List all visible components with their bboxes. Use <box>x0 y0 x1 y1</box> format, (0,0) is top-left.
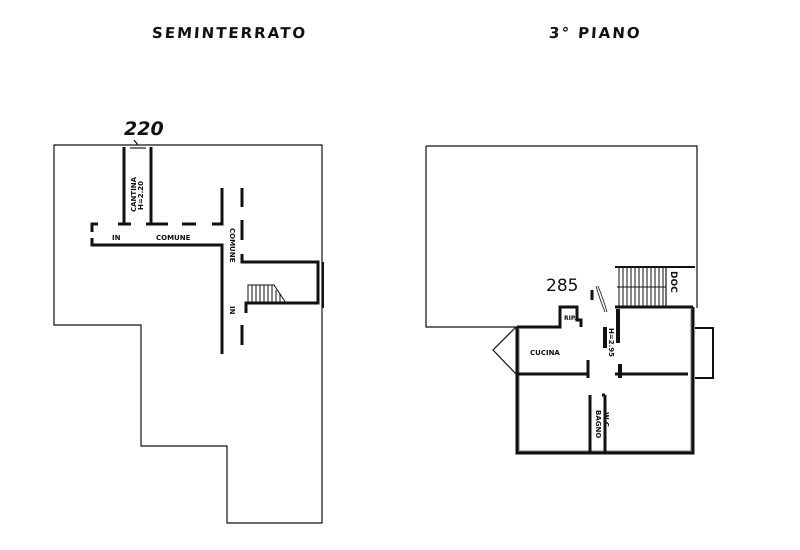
vertical-comune-label: COMUNE <box>228 228 236 263</box>
stair-doc-label: DOC <box>668 271 678 293</box>
hallway-height-label: H=2.95 <box>607 328 615 357</box>
wc-label: W.C. <box>602 412 610 430</box>
seminterrato-outline <box>53 144 323 524</box>
bagno-label: BAGNO <box>594 410 602 438</box>
dimension-285: 285 <box>546 276 578 296</box>
building-outline <box>425 145 698 328</box>
seminterrato-plan <box>53 139 324 524</box>
corridor-bottom-wall <box>90 238 224 354</box>
cucina-label: CUCINA <box>530 349 560 357</box>
cantina-walls <box>122 147 153 224</box>
corridor-comune-label: COMUNE <box>156 234 191 242</box>
vertical-in-label: IN <box>228 306 236 315</box>
cantina-height-label: H=2.20 <box>137 181 145 210</box>
dimension-220: 220 <box>124 118 164 140</box>
corridor-top-wall <box>90 188 224 232</box>
rip-label: RIP. <box>564 315 576 322</box>
corridor-right-wall <box>240 188 320 345</box>
stairwell <box>615 266 695 309</box>
corridor-in-label: IN <box>112 234 121 242</box>
cantina-label: CANTINA <box>130 176 138 212</box>
stair-icon <box>247 284 287 304</box>
terzo-piano-plan <box>425 145 714 455</box>
